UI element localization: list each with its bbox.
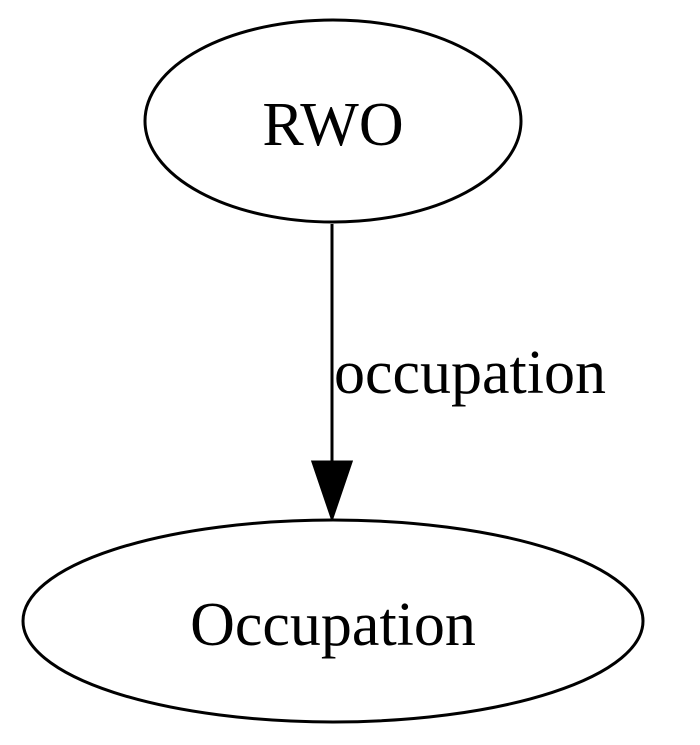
- arrowhead-icon: [310, 460, 354, 523]
- node-rwo[interactable]: RWO: [143, 18, 523, 224]
- node-occupation-label: Occupation: [190, 591, 476, 659]
- node-rwo-label: RWO: [262, 91, 403, 159]
- node-rwo-ellipse: [143, 18, 523, 224]
- node-occupation-ellipse: [21, 518, 645, 724]
- node-occupation[interactable]: Occupation: [21, 518, 645, 724]
- edge-label-occupation: occupation: [334, 339, 606, 407]
- edge-rwo-to-occupation: occupation: [310, 224, 606, 523]
